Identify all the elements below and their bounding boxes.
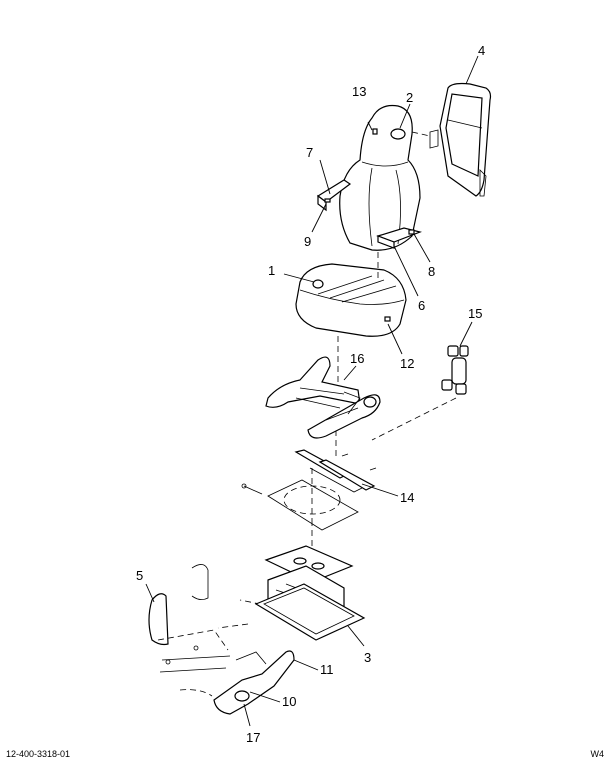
callout-5: 5 <box>136 568 143 583</box>
callout-16: 16 <box>350 351 364 366</box>
callout-17: 17 <box>246 730 260 745</box>
callout-13: 13 <box>352 84 366 99</box>
callout-4: 4 <box>478 43 485 58</box>
shock-absorber <box>441 345 469 395</box>
callout-8: 8 <box>428 264 435 279</box>
right-armrest <box>376 227 422 249</box>
backrest-frame <box>411 82 492 197</box>
mounting-plate <box>241 479 359 531</box>
callout-12: 12 <box>400 356 414 371</box>
callout-9: 9 <box>304 234 311 249</box>
callout-11: 11 <box>320 662 334 677</box>
callout-7: 7 <box>306 145 313 160</box>
callout-labels: 1 2 3 4 5 6 7 8 9 10 11 12 13 14 15 16 1… <box>136 43 485 745</box>
figure-id: 12-400-3318-01 <box>6 749 71 759</box>
left-armrest <box>316 179 352 212</box>
callout-14: 14 <box>400 490 414 505</box>
callout-1: 1 <box>268 263 275 278</box>
suspension-base <box>254 545 366 641</box>
seat-cushion <box>295 263 407 337</box>
cover <box>148 564 209 646</box>
leader-lines <box>145 55 479 727</box>
callout-10: 10 <box>282 694 296 709</box>
slide-rails <box>294 449 377 493</box>
callout-6: 6 <box>418 298 425 313</box>
callout-2: 2 <box>406 90 413 105</box>
callout-15: 15 <box>468 306 482 321</box>
control-lever <box>157 629 295 715</box>
figure-code: W4 <box>590 749 605 759</box>
seat-frame <box>265 356 381 439</box>
callout-3: 3 <box>364 650 371 665</box>
